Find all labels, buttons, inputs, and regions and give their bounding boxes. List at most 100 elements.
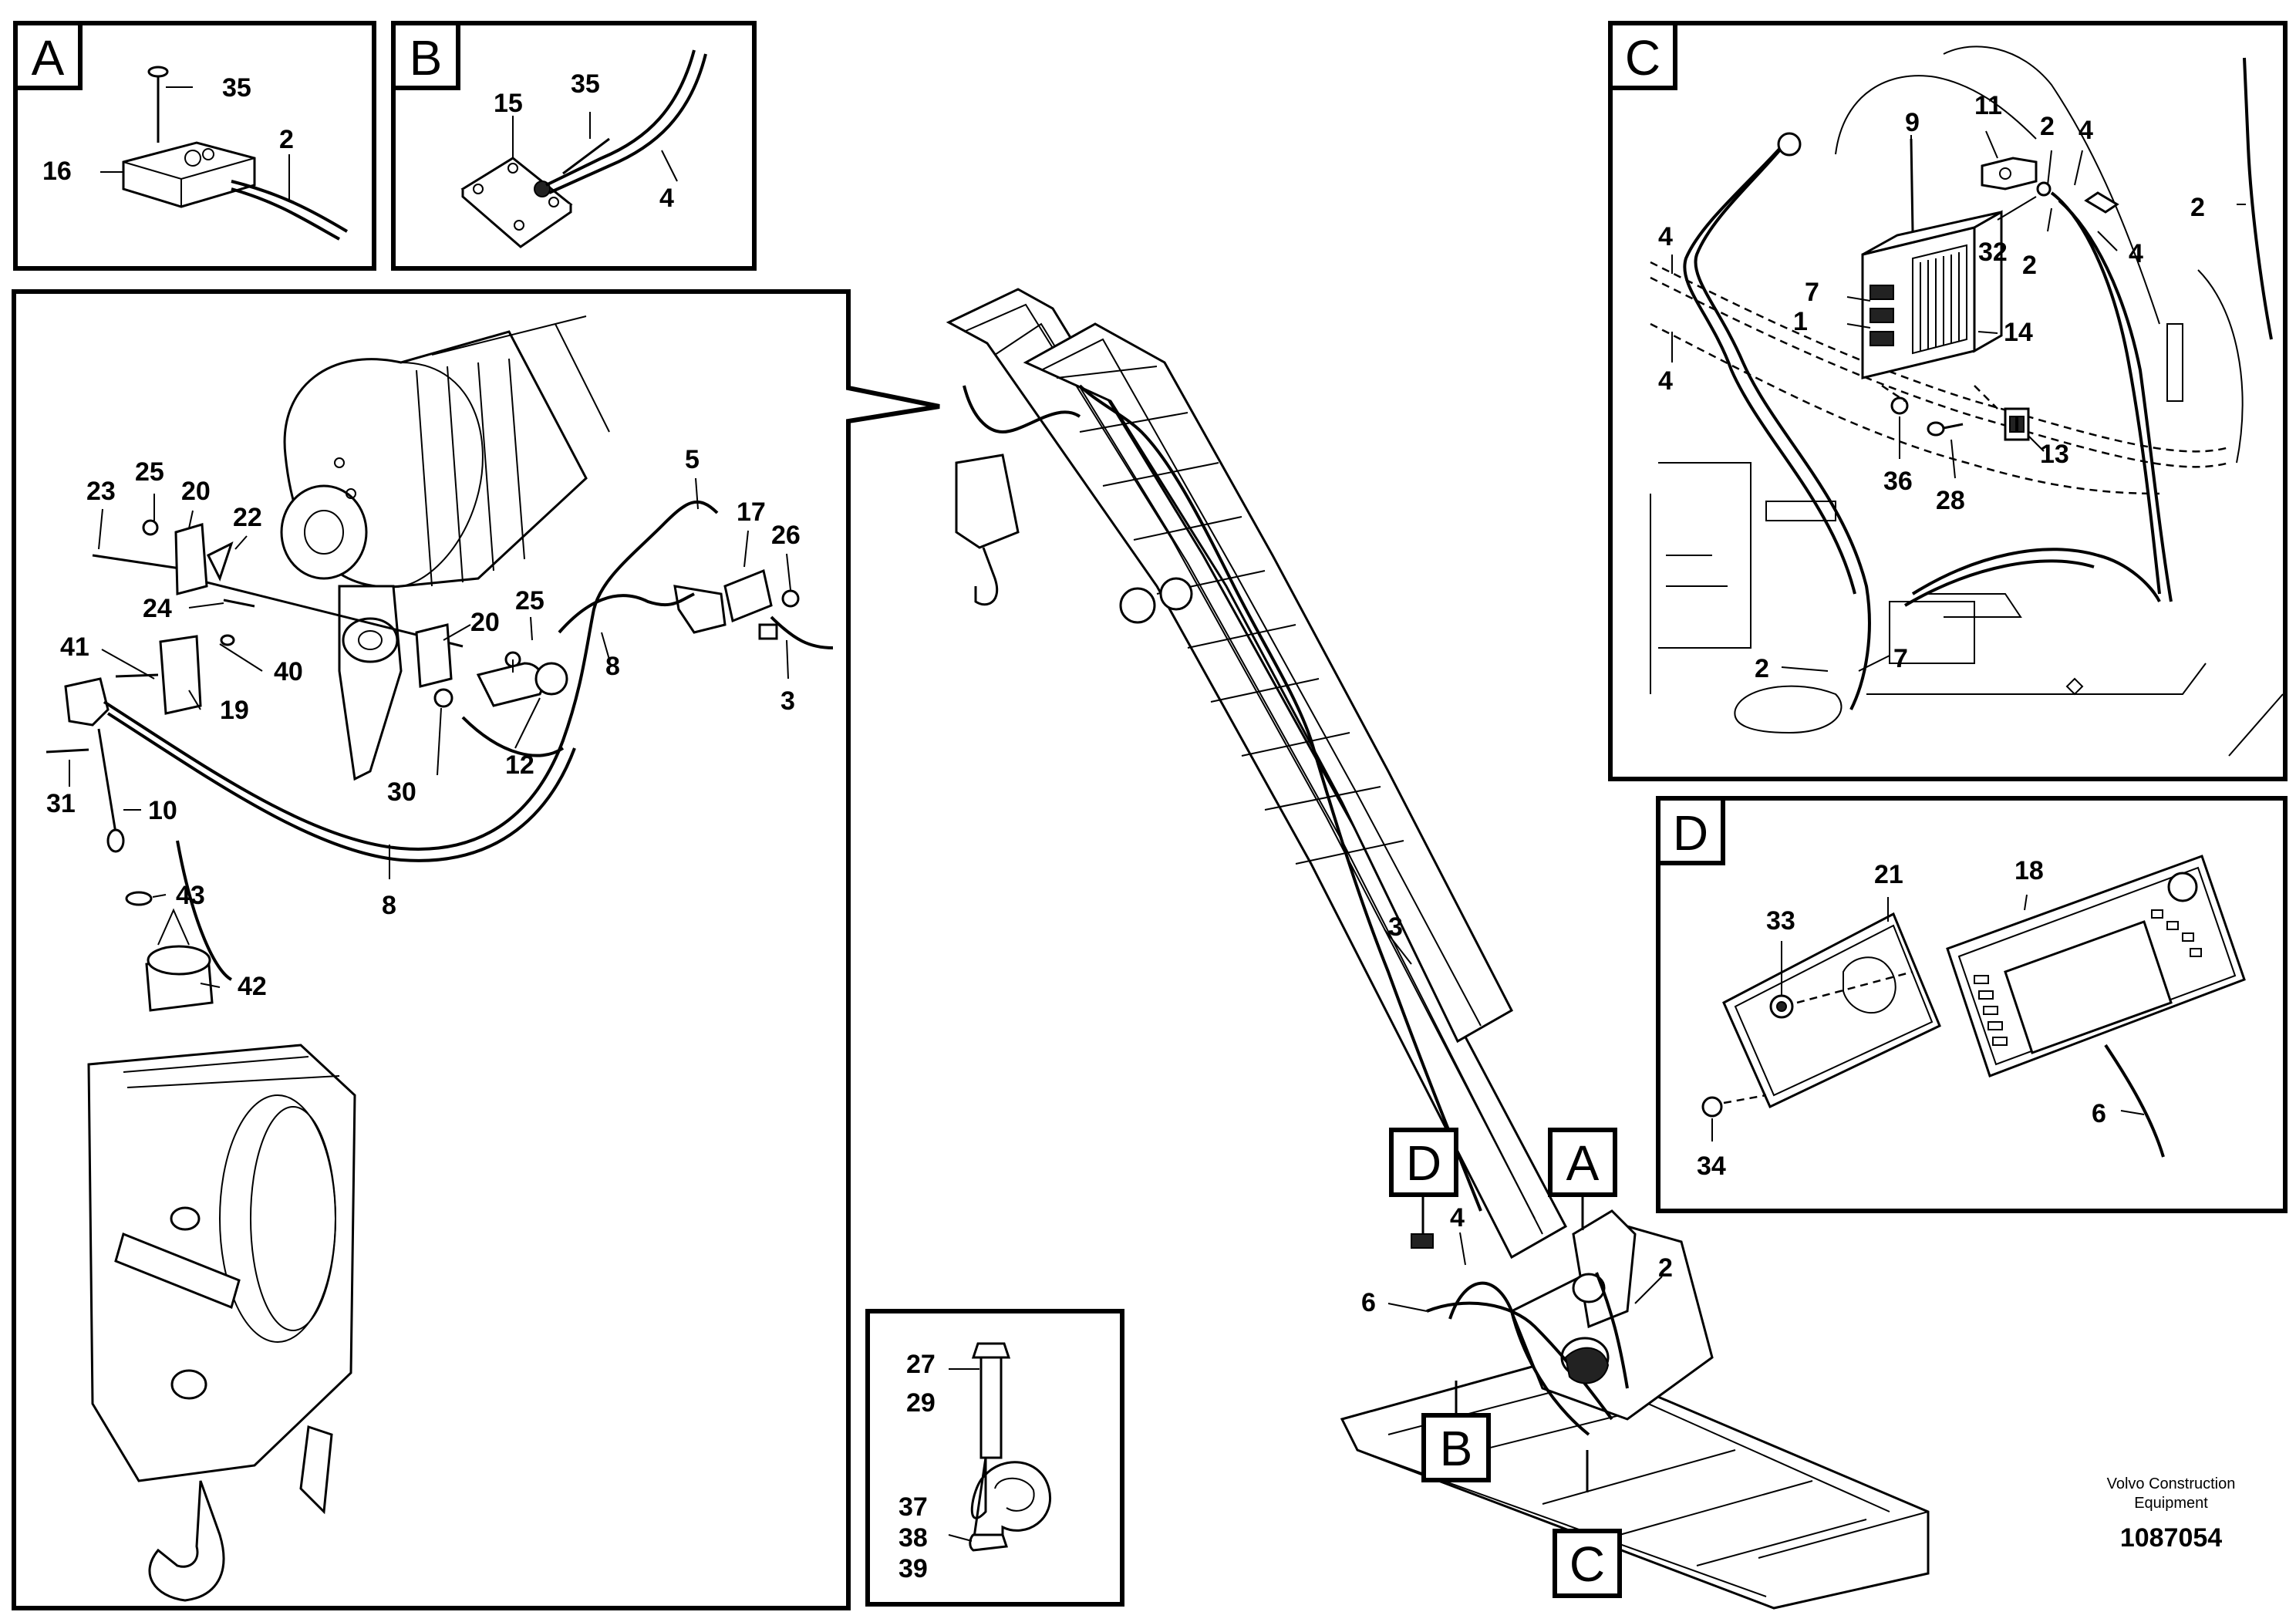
label-machine-3: 3 [1388,912,1403,942]
label-main-5: 5 [685,445,700,474]
svg-text:B: B [1440,1421,1473,1476]
view-d-tag: D [1673,805,1708,861]
ecu-14-drawing [1861,138,2003,379]
label-main-30: 30 [387,777,416,807]
label-c-2-top: 2 [2040,112,2055,141]
label-clamp-29: 29 [906,1388,936,1418]
clamp-c-drawing [2084,191,2119,214]
label-main-31: 31 [46,789,76,818]
label-machine-2: 2 [1658,1253,1673,1283]
label-c-2-mid: 2 [2022,251,2037,280]
label-machine-4: 4 [1450,1203,1465,1233]
sensor-15-drawing [460,49,707,248]
winch-drum-drawing [280,315,610,781]
callout-tag-c: C [1553,1529,1622,1598]
bolt-28-drawing [1890,396,1964,437]
main-leaders [69,477,791,988]
bracket-11-drawing [1981,157,2052,197]
label-c-1: 1 [1793,307,1808,336]
label-main-25-right: 25 [515,586,544,615]
label-a-16: 16 [42,157,72,186]
footer-company-line1: Volvo Construction [2107,1475,2236,1492]
label-clamp-39: 39 [899,1554,928,1583]
view-c-leaders [1671,130,2246,672]
view-d-leaders [1711,894,2145,1141]
label-main-3: 3 [781,686,795,716]
label-c-2-right: 2 [2190,193,2205,222]
label-c-9: 9 [1905,108,1920,137]
label-c-7-upper: 7 [1805,278,1819,307]
main-harness-drawing [103,500,834,981]
view-a-tag: A [32,30,65,86]
label-c-4-left: 4 [1658,222,1673,251]
view-c-panel: C [1608,21,2288,781]
label-c-4-lower: 4 [1658,366,1673,396]
label-main-17: 17 [737,497,766,527]
label-b-15: 15 [494,89,523,118]
bolt-34-drawing [1701,1096,1723,1118]
label-d-33: 33 [1766,906,1795,936]
view-a-panel: A 35 16 2 [13,21,376,271]
cab-structure-outline [1650,46,2284,757]
label-main-22: 22 [233,503,262,532]
svg-text:A: A [1566,1135,1600,1191]
callout-tag-d: D [1389,1128,1458,1197]
label-main-24: 24 [143,594,172,623]
label-b-4: 4 [659,184,674,213]
label-main-19: 19 [220,696,249,725]
label-main-42: 42 [238,972,267,1001]
view-c-harness [1650,57,2273,710]
svg-text:D: D [1406,1135,1441,1191]
label-main-26: 26 [771,521,801,550]
label-main-8-lower: 8 [382,891,396,920]
label-b-35: 35 [571,69,600,99]
svg-text:C: C [1569,1536,1605,1592]
label-main-20-top: 20 [181,477,211,506]
label-c-28: 28 [1936,486,1965,515]
label-d-6: 6 [2092,1099,2106,1128]
label-c-4-right: 4 [2129,239,2143,268]
grommet-drawing [1777,132,1802,157]
hook-block-drawing [87,908,356,1602]
label-c-14: 14 [2004,318,2033,347]
label-main-40: 40 [274,657,303,686]
footer-doc-number: 1087054 [2120,1523,2222,1553]
label-main-25-top: 25 [135,457,164,487]
label-main-8-upper: 8 [605,652,620,681]
clamp-drawing [969,1342,1051,1552]
label-main-41: 41 [60,632,89,662]
shaft-brackets-drawing [46,519,800,906]
label-c-32: 32 [1978,238,2008,267]
label-c-13: 13 [2040,440,2069,469]
view-d-panel: D [1656,796,2288,1213]
label-a-2: 2 [279,125,294,154]
label-c-11: 11 [1974,91,2002,120]
label-main-43: 43 [176,881,205,910]
label-main-23: 23 [86,477,116,506]
callout-tag-b: B [1421,1413,1491,1482]
plate-21-drawing [1722,912,1941,1109]
footer-company-line2: Equipment [2134,1495,2208,1512]
label-d-18: 18 [2014,856,2044,885]
label-c-36: 36 [1883,467,1913,496]
label-c-2-bottom: 2 [1755,654,1769,683]
label-clamp-38: 38 [899,1523,928,1553]
label-d-34: 34 [1697,1152,1726,1181]
label-a-35: 35 [222,73,251,103]
display-18-drawing [1946,855,2246,1158]
view-b-tag: B [410,30,443,86]
label-main-10: 10 [148,796,177,825]
label-clamp-27: 27 [906,1350,936,1379]
clamp-detail-panel: 27 29 37 38 39 [865,1309,1124,1607]
label-main-12: 12 [505,750,534,780]
sensor-16-drawing [122,66,349,241]
label-machine-6: 6 [1361,1288,1376,1317]
main-detail-panel: 5 17 26 25 20 22 23 24 41 40 19 20 25 8 … [12,289,940,1610]
label-c-4-top: 4 [2079,116,2093,145]
label-c-7-bottom: 7 [1893,644,1908,673]
view-c-tag: C [1625,30,1660,86]
label-main-20-right: 20 [470,608,500,637]
callout-tag-a: A [1548,1128,1617,1197]
label-clamp-37: 37 [899,1492,928,1522]
